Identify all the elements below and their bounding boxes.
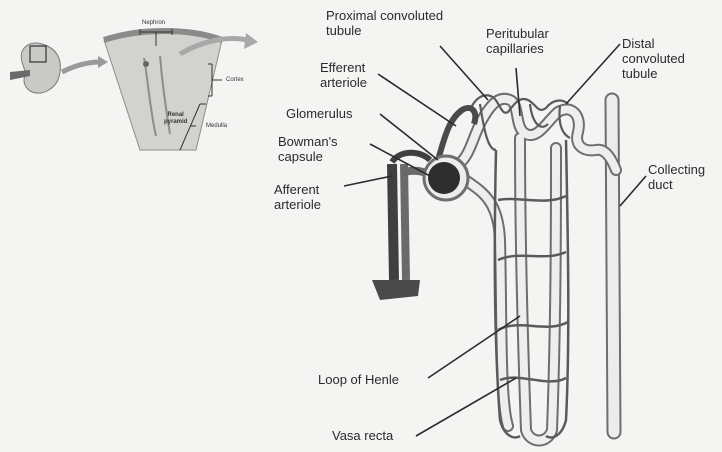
inset-illustration [10,29,258,150]
glomerulus [428,162,460,194]
renal-pyramid-icon [104,29,222,150]
inset-nephron-label: Nephron [142,20,165,27]
label-vasa-recta: Vasa recta [332,428,393,443]
label-proximal-convoluted-tubule: Proximal convoluted tubule [326,8,443,38]
arterioles [372,108,475,300]
kidney-icon [10,43,60,93]
tubule [456,99,616,441]
label-afferent-arteriole: Afferent arteriole [274,182,321,212]
label-glomerulus: Glomerulus [286,106,352,121]
inset-medulla-label: Medulla [206,123,227,130]
inset-cortex-label: Cortex [226,77,244,84]
label-bowmans-capsule: Bowman's capsule [278,134,338,164]
label-collecting-duct: Collecting duct [648,162,705,192]
collecting-duct [612,100,614,432]
inset-renal-pyramid-label: Renal pyramid [164,112,187,126]
label-loop-of-henle: Loop of Henle [318,372,399,387]
label-peritubular-capillaries: Peritubular capillaries [486,26,549,56]
label-distal-convoluted-tubule: Distal convoluted tubule [622,36,685,81]
label-efferent-arteriole: Efferent arteriole [320,60,367,90]
